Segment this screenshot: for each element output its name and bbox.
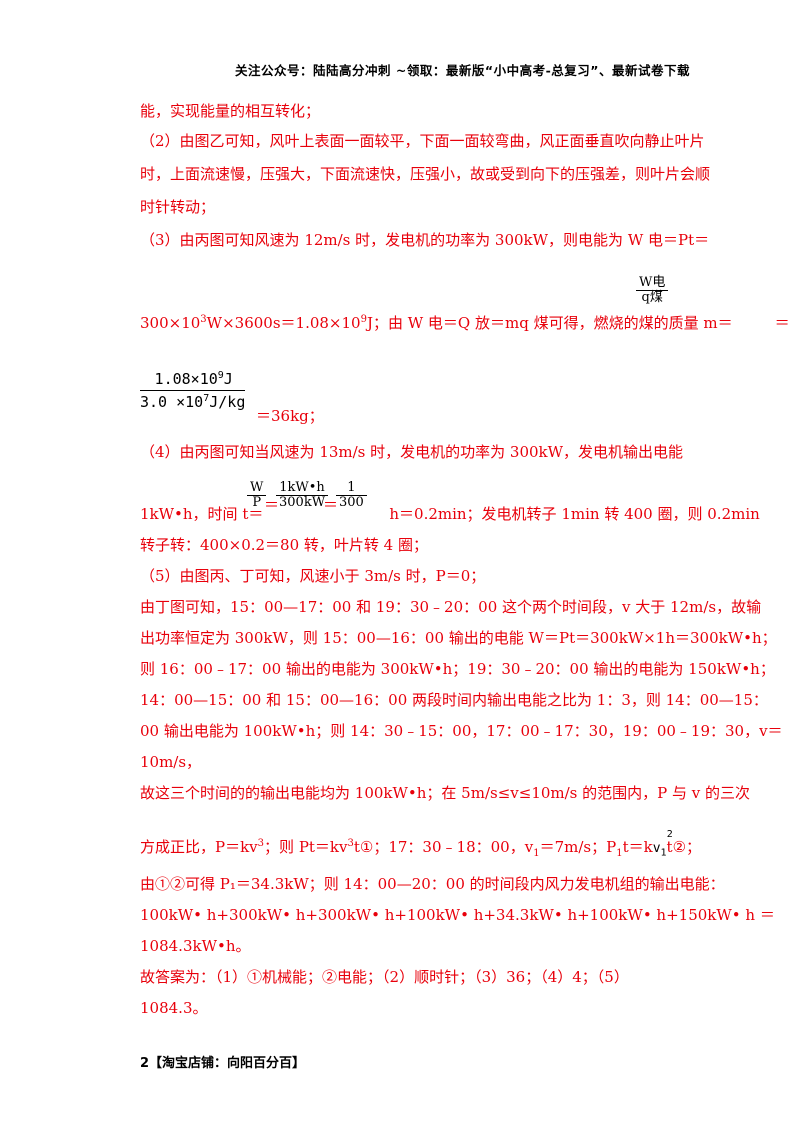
equals-sign: ＝: [264, 496, 280, 514]
text-line: 1084.3。: [140, 999, 208, 1017]
text-segment: 3.0 ×10: [140, 392, 204, 411]
fraction-numerator: 1kW•h: [276, 480, 329, 497]
text-line: 14：00—15：00 和 15：00—16：00 两段时间内输出电能之比为 1…: [140, 691, 768, 709]
superscript: 3: [347, 838, 354, 849]
text-segment: W×3600s＝1.08×10: [206, 314, 361, 332]
fraction-numerator: 1.08×109J: [140, 370, 246, 391]
text-segment: ＝: [774, 314, 790, 332]
fraction-mass: 1.08×109J 3.0 ×107J/kg: [140, 370, 246, 411]
fraction-denominator: 3.0 ×107J/kg: [140, 391, 245, 411]
superscript: 9: [217, 370, 224, 381]
fraction-denominator: P: [252, 495, 262, 511]
text-segment: J: [223, 370, 233, 388]
text-line: ＝36kg；: [256, 407, 324, 425]
fraction-numerator: W: [247, 480, 267, 497]
text-line: 故答案为：（1）①机械能；②电能；（2）顺时针；（3）36；（4）4；（5）: [140, 968, 629, 986]
page-footer: 2【淘宝店铺：向阳百分百】: [140, 1056, 306, 1071]
text-line: 10m/s，: [140, 753, 202, 771]
text-segment: 300×10: [140, 314, 201, 332]
text-line: 转子转：400×0.2＝80 转，叶片转 4 圈；: [140, 536, 428, 554]
text-segment: 1kW•h，时间 t＝: [140, 505, 264, 523]
superscript: 7: [203, 392, 210, 404]
fraction-coal: W电 q煤: [636, 275, 669, 306]
fraction-t1: W P: [247, 480, 267, 511]
fraction-numerator: W电: [636, 275, 669, 292]
text-segment: ＝7m/s；P: [539, 838, 617, 856]
subscript: 1: [660, 847, 667, 859]
text-line: 故这三个时间的的输出电能均为 100kW•h；在 5m/s≤v≤10m/s 的范…: [140, 784, 751, 802]
text-segment: t①；17：30﹣18：00，v: [353, 838, 534, 856]
text-line: 出功率恒定为 300kW，则 15：00—16：00 输出的电能 W＝Pt＝30…: [140, 629, 777, 647]
text-segment: 方成正比，P＝kv: [140, 838, 258, 856]
superscript: 3: [200, 314, 207, 325]
text-line: （3）由丙图可知风速为 12m/s 时，发电机的功率为 300kW，则电能为 W…: [140, 231, 710, 249]
text-line: （5）由图丙、丁可知，风速小于 3m/s 时，P＝0；: [140, 567, 486, 585]
superscript: 3: [257, 838, 265, 849]
superscript: 9: [360, 314, 367, 325]
text-segment: 1.08×10: [154, 370, 218, 388]
text-segment: ；则 Pt＝kv: [264, 838, 348, 856]
fraction-denominator: q煤: [641, 290, 663, 306]
text-line: 300×103W×3600s＝1.08×109J；由 W 电＝Q 放＝mq 煤可…: [140, 312, 790, 333]
text-line: 由丁图可知，15：00—17：00 和 19：30﹣20：00 这个两个时间段，…: [140, 598, 762, 616]
text-line: 100kW• h+300kW• h+300kW• h+100kW• h+34.3…: [140, 906, 775, 924]
text-line: 1084.3kW•h。: [140, 937, 251, 955]
text-line: 时，上面流速慢，压强大，下面流速快，压强小，故或受到向下的压强差，则叶片会顺: [140, 165, 711, 183]
fraction-numerator: 1: [336, 480, 367, 497]
text-line: 能，实现能量的相互转化；: [140, 102, 321, 120]
text-segment: J/kg: [209, 392, 246, 411]
text-line: （2）由图乙可知，风叶上表面一面较平，下面一面较弯曲，风正面垂直吹向静止叶片: [140, 132, 705, 150]
fraction-t3: 1 300: [336, 480, 367, 511]
page-header: 关注公众号：陆陆高分冲刺 ~领取：最新版“小中高考-总复习”、最新试卷下载: [235, 63, 690, 78]
text-line: 1kW•h，时间 t＝ h＝0.2min；发电机转子 1min 转 400 圈，则…: [140, 503, 760, 524]
equals-sign: ＝: [323, 496, 339, 514]
text-line: 由①②可得 P₁＝34.3kW；则 14：00—20：00 的时间段内风力发电机…: [140, 875, 725, 893]
subscript: 1: [533, 848, 540, 859]
text-line: 时针转动；: [140, 198, 216, 216]
fraction-denominator: 300: [339, 495, 364, 511]
superscript: 2: [666, 829, 673, 840]
text-line: 00 输出电能为 100kW•h；则 14：30﹣15：00，17：00﹣17：…: [140, 722, 783, 740]
text-segment: t②；: [666, 838, 702, 856]
text-line: 方成正比，P＝kv3；则 Pt＝kv3t①；17：30﹣18：00，v1＝7m/…: [140, 829, 702, 859]
text-segment: t＝k: [622, 838, 653, 856]
text-line: 则 16：00﹣17：00 输出的电能为 300kW•h；19：30﹣20：00…: [140, 660, 775, 678]
subscript: 1: [616, 848, 623, 859]
text-segment: J；由 W 电＝Q 放＝mq 煤可得，燃烧的煤的质量 m＝: [366, 314, 733, 332]
fraction-t2: 1kW•h 300kW: [276, 480, 329, 511]
text-segment: h＝0.2min；发电机转子 1min 转 400 圈，则 0.2min: [389, 505, 760, 523]
text-line: （4）由丙图可知当风速为 13m/s 时，发电机的功率为 300kW，发电机输出…: [140, 443, 684, 461]
fraction-denominator: 300kW: [279, 495, 326, 511]
